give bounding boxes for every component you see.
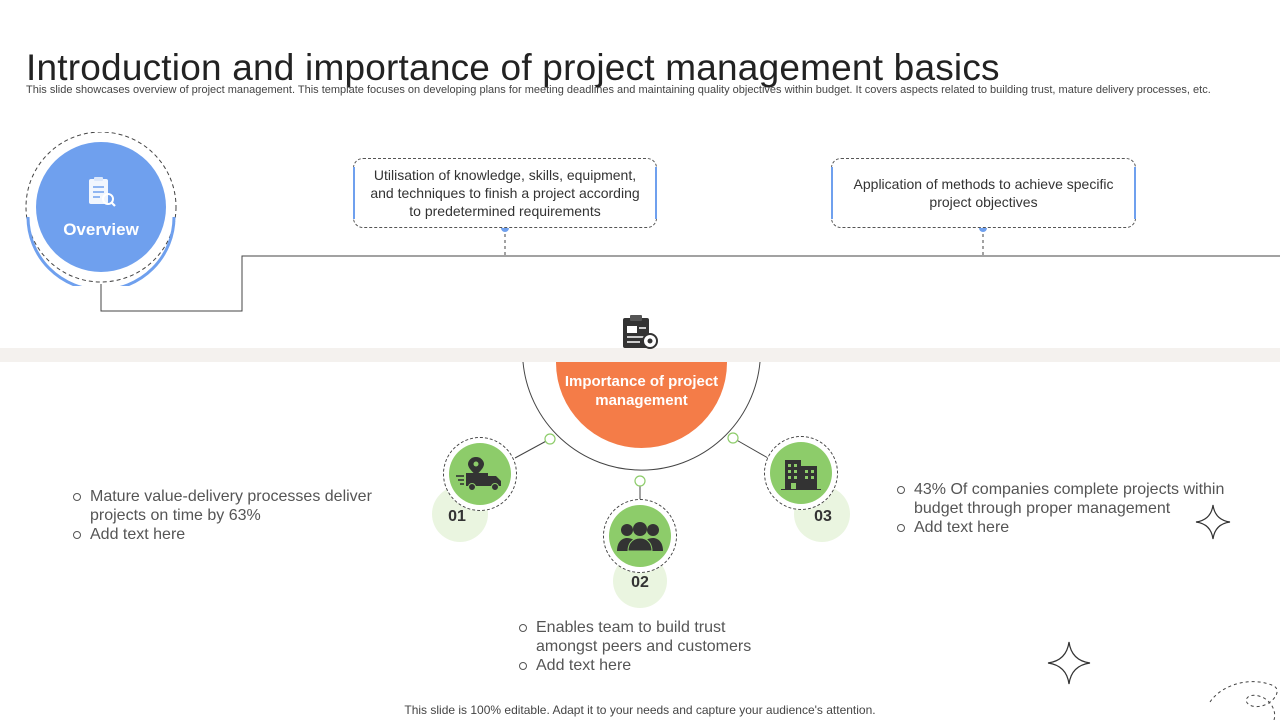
node-03-text: 43% Of companies complete projects withi… [896,480,1236,537]
node-01-circle [449,443,511,505]
dashed-swirl-icon [1209,681,1278,720]
office-building-icon [781,460,821,490]
background-band [0,348,1280,362]
definition-text-1: Utilisation of knowledge, skills, equipm… [370,167,640,219]
bullet-item: Add text here [896,518,1236,537]
node-02-number: 02 [631,574,649,591]
footer-note: This slide is 100% editable. Adapt it to… [404,703,876,717]
clipboard-gear-icon [623,315,658,349]
team-people-icon [617,522,663,551]
definition-text-2: Application of methods to achieve specif… [853,176,1114,210]
overview-badge: Overview [24,132,178,286]
node-03-circle [770,442,832,504]
node-02-circle [609,505,671,567]
node-01-ring [443,437,517,511]
delivery-truck-icon [456,457,501,491]
overview-label: Overview [63,220,139,239]
node-03-ring [764,436,838,510]
page-subtitle: This slide showcases overview of project… [26,84,1211,96]
sparkle-icon [1047,641,1091,685]
bullet-item: Add text here [72,525,392,544]
node-02-ring [603,499,677,573]
bullet-item: 43% Of companies complete projects withi… [896,480,1236,518]
importance-label: Importance of project management [564,373,719,409]
bullet-item: Add text here [518,656,778,675]
node-01-text: Mature value-delivery processes deliver … [72,487,392,544]
bullet-item: Enables team to build trust amongst peer… [518,618,778,656]
bullet-item: Mature value-delivery processes deliver … [72,487,392,525]
definition-box-1: Utilisation of knowledge, skills, equipm… [353,158,657,228]
sparkle-icon [1195,504,1231,540]
node-01-number: 01 [448,508,466,525]
node-02-text: Enables team to build trust amongst peer… [518,618,778,675]
checklist-search-icon [89,177,116,207]
node-03-number: 03 [814,508,832,525]
definition-box-2: Application of methods to achieve specif… [831,158,1136,228]
page-title: Introduction and importance of project m… [26,46,1000,88]
